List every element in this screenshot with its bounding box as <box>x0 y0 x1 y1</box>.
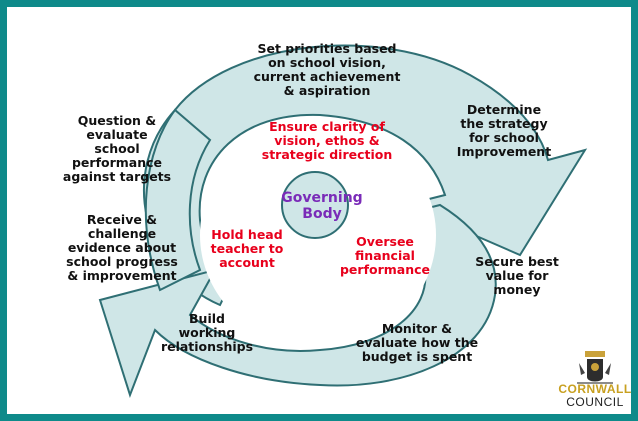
role-hold-head: Hold head teacher to account <box>210 227 284 270</box>
step-determine-strategy: Determine the strategy for school Improv… <box>456 102 552 159</box>
center-label: Governing Body <box>281 190 363 222</box>
step-set-priorities: Set priorities based on school vision, c… <box>253 41 401 98</box>
step-build-relationships: Build working relationships <box>160 311 254 354</box>
step-question-evaluate: Question & evaluate school performance a… <box>62 113 172 184</box>
center-circle <box>281 171 349 239</box>
role-ensure-clarity: Ensure clarity of vision, ethos & strate… <box>261 119 393 162</box>
step-monitor-budget: Monitor & evaluate how the budget is spe… <box>355 321 479 364</box>
step-receive-challenge: Receive & challenge evidence about schoo… <box>66 212 178 283</box>
role-oversee-finance: Oversee financial performance <box>339 234 431 277</box>
arrow-bottom <box>98 203 497 399</box>
cornwall-council-crest-icon <box>577 351 613 384</box>
arrow-left <box>144 108 212 292</box>
step-secure-value: Secure best value for money <box>475 254 559 297</box>
logo-line-1: CORNWALL <box>558 382 632 396</box>
arrow-top <box>143 44 588 307</box>
logo-line-2: COUNCIL <box>566 395 624 409</box>
